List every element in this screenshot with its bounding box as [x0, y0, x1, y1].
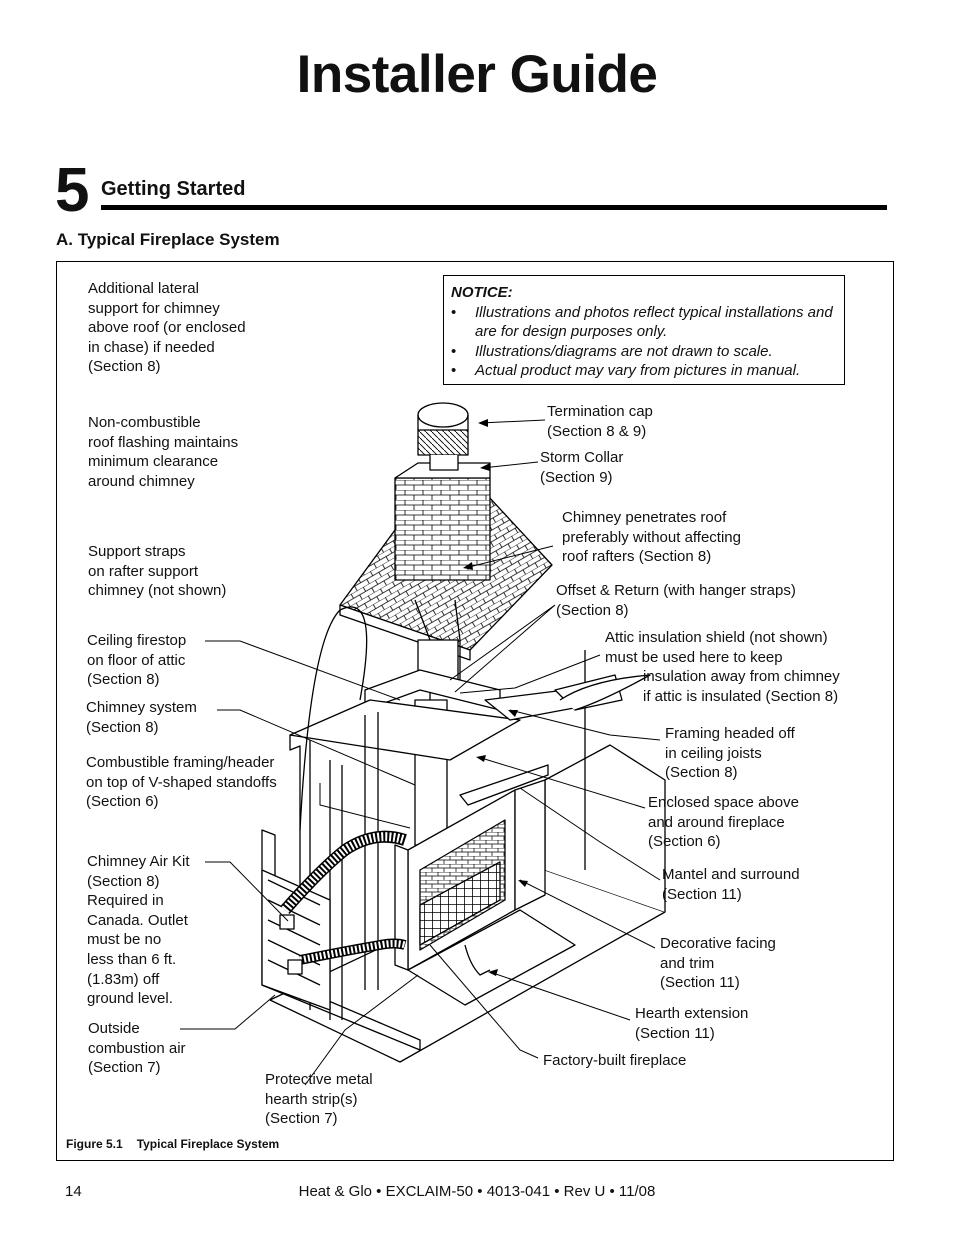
- notice-title: NOTICE:: [451, 284, 513, 301]
- callout-decorative-facing: Decorative facing and trim (Section 11): [660, 935, 776, 992]
- callout-roof-penetration: Chimney penetrates roof preferably witho…: [562, 509, 741, 566]
- callout-combustible-framing: Combustible framing/header on top of V-s…: [86, 754, 277, 811]
- callout-storm-collar: Storm Collar (Section 9): [540, 449, 624, 486]
- notice-box: NOTICE: •Illustrations and photos reflec…: [443, 275, 845, 385]
- section-heading: Getting Started: [101, 178, 246, 200]
- notice-item: •Illustrations/diagrams are not drawn to…: [451, 342, 773, 360]
- callout-hearth-strip: Protective metal hearth strip(s) (Sectio…: [265, 1071, 373, 1128]
- figure-caption: Figure 5.1 Typical Fireplace System: [66, 1137, 279, 1151]
- callout-offset-return: Offset & Return (with hanger straps) (Se…: [556, 582, 796, 619]
- bullet-icon: •: [451, 362, 457, 380]
- notice-item: •Actual product may vary from pictures i…: [451, 362, 801, 380]
- bullet-icon: •: [451, 303, 457, 321]
- figure-label: Figure 5.1: [66, 1137, 123, 1151]
- callout-outside-air: Outside combustion air (Section 7): [88, 1020, 186, 1077]
- callout-chimney-air-kit: Chimney Air Kit (Section 8) Required in …: [87, 853, 190, 1008]
- callout-ceiling-firestop: Ceiling firestop on floor of attic (Sect…: [87, 632, 187, 689]
- subsection-heading: A. Typical Fireplace System: [56, 230, 280, 249]
- section-rule: [101, 205, 887, 210]
- callout-support-straps: Support straps on rafter support chimney…: [88, 543, 227, 600]
- bullet-icon: •: [451, 342, 457, 360]
- callout-roof-flashing: Non-combustible roof flashing maintains …: [88, 414, 239, 490]
- figure-title: Typical Fireplace System: [136, 1137, 280, 1151]
- section-number: 5: [55, 156, 90, 225]
- callout-attic-shield: Attic insulation shield (not shown) must…: [605, 629, 828, 666]
- callout-termination-cap: Termination cap (Section 8 & 9): [547, 403, 653, 440]
- callout-framing-headed: Framing headed off in ceiling joists (Se…: [665, 725, 795, 782]
- callout-chimney-system: Chimney system (Section 8): [86, 699, 197, 736]
- notice-item: •Illustrations and photos reflect typica…: [451, 303, 833, 341]
- callout-mantel: Mantel and surround (Section 11): [662, 866, 800, 903]
- figure-frame: [56, 261, 894, 1161]
- callout-hearth-extension: Hearth extension (Section 11): [635, 1005, 749, 1042]
- callout-lateral-support: Additional lateral support for chimney a…: [88, 280, 246, 376]
- callout-factory-fireplace: Factory-built fireplace: [543, 1052, 687, 1069]
- footer-text: Heat & Glo • EXCLAIM-50 • 4013-041 • Rev…: [298, 1183, 656, 1200]
- page-title: Installer Guide: [296, 45, 658, 104]
- page-number: 14: [65, 1183, 82, 1200]
- callout-enclosed-space: Enclosed space above and around fireplac…: [648, 794, 799, 851]
- callout-attic-shield-continued: insulation away from chimney if attic is…: [643, 668, 840, 705]
